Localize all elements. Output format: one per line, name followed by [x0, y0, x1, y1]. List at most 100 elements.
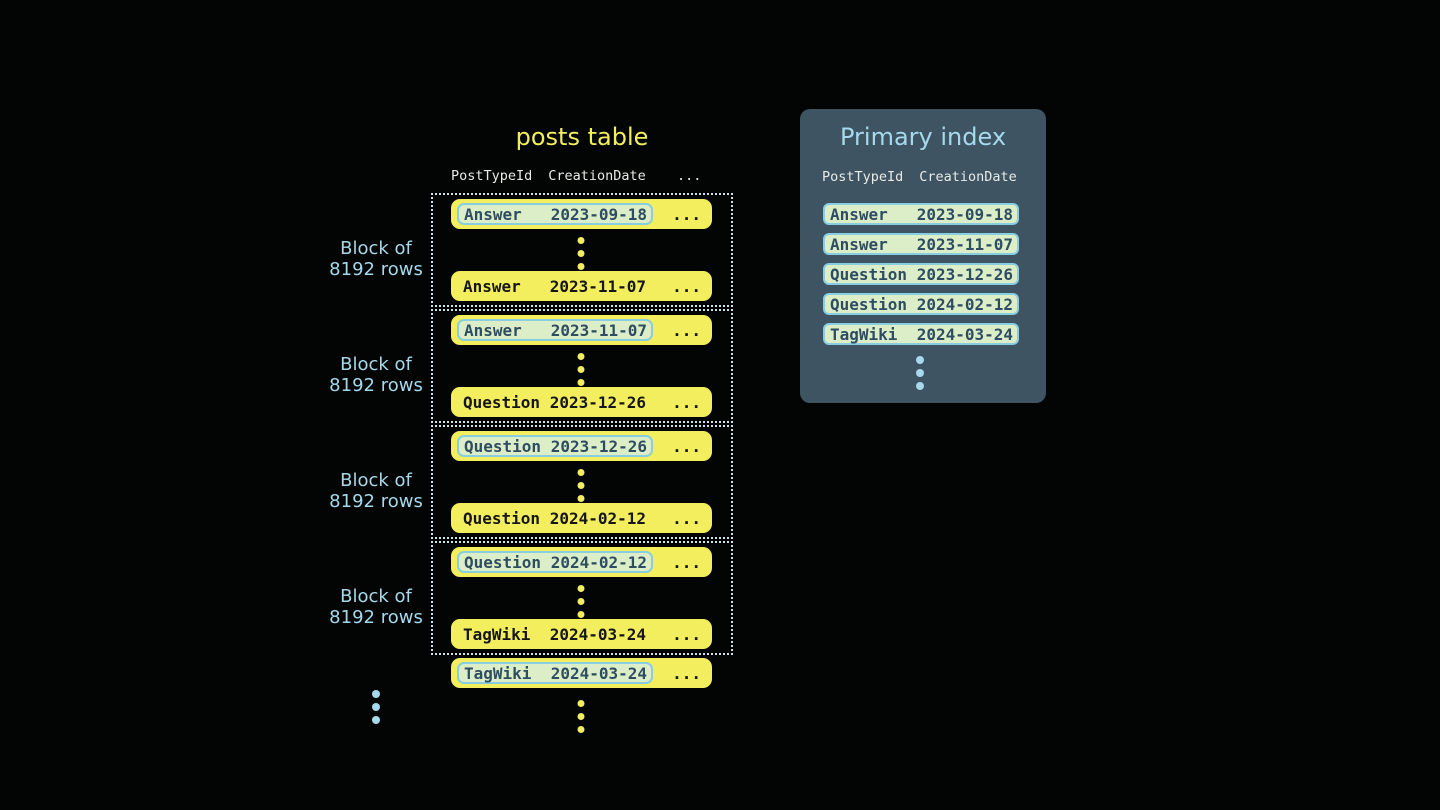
- primary-index-title: Primary index: [839, 123, 1007, 151]
- more-blocks-dots: [372, 687, 380, 726]
- table-row: TagWiki 2024-03-24...: [451, 619, 712, 649]
- index-range-highlight: TagWiki 2024-03-24: [457, 662, 654, 684]
- row-post-type: TagWiki: [463, 624, 531, 644]
- entry-creation-date: 2023-09-18: [916, 204, 1014, 224]
- more-entries-dots: [916, 353, 924, 392]
- table-row: Answer 2023-11-07...: [451, 315, 712, 345]
- more-rows-dots: [577, 697, 585, 736]
- index-entry: Question 2024-02-12: [823, 293, 1019, 315]
- entry-post-type: Answer: [830, 204, 888, 224]
- hidden-rows-dots: [577, 466, 585, 505]
- hidden-rows-dots: [577, 582, 585, 621]
- index-entry: Answer 2023-11-07: [823, 233, 1019, 255]
- dot: [577, 263, 585, 270]
- entry-post-type: TagWiki: [830, 324, 898, 344]
- block-label-line1: Block of: [340, 354, 412, 375]
- row-creation-date: 2023-12-26: [550, 436, 648, 456]
- entry-creation-date: 2023-12-26: [916, 264, 1014, 284]
- row-creation-date: 2023-12-26: [549, 392, 647, 412]
- dot: [577, 237, 585, 244]
- row-creation-date: 2023-09-18: [550, 204, 648, 224]
- table-row: Question 2023-12-26...: [451, 387, 712, 417]
- index-entry: Question 2023-12-26: [823, 263, 1019, 285]
- primary-index-column-headers: PostTypeId CreationDate: [822, 169, 1017, 185]
- table-row: Answer 2023-11-07...: [451, 271, 712, 301]
- posts-column-creationdate: CreationDate: [548, 168, 646, 184]
- entry-creation-date: 2023-11-07: [916, 234, 1014, 254]
- row-creation-date: 2023-11-07: [549, 276, 647, 296]
- row-post-type: TagWiki: [464, 663, 532, 683]
- dot: [577, 379, 585, 386]
- table-row: TagWiki 2024-03-24...: [451, 658, 712, 688]
- index-column-posttypeid: PostTypeId: [822, 169, 904, 185]
- row-other-columns-ellipsis: ...: [672, 392, 701, 412]
- dot: [577, 482, 585, 489]
- entry-post-type: Question: [830, 264, 908, 284]
- dot: [577, 495, 585, 502]
- index-range-highlight: Answer 2023-09-18: [457, 203, 654, 225]
- block-label-line1: Block of: [340, 470, 412, 491]
- dot: [577, 713, 585, 720]
- block-label-line2: 8192 rows: [329, 607, 423, 628]
- row-post-type: Question: [463, 508, 541, 528]
- block-of-rows: Answer 2023-09-18... Answer 2023-11-07...: [431, 193, 733, 307]
- index-column-creationdate: CreationDate: [919, 169, 1017, 185]
- row-creation-date: 2024-03-24: [550, 663, 648, 683]
- dot: [916, 381, 924, 390]
- row-values: Question 2023-12-26: [451, 393, 646, 412]
- entry-post-type: Answer: [830, 234, 888, 254]
- row-values: Answer 2023-11-07: [451, 277, 646, 296]
- row-creation-date: 2024-02-12: [550, 552, 648, 572]
- block-label-line2: 8192 rows: [329, 375, 423, 396]
- table-row: Answer 2023-09-18...: [451, 199, 712, 229]
- row-post-type: Question: [463, 392, 541, 412]
- dot: [577, 250, 585, 257]
- row-other-columns-ellipsis: ...: [672, 436, 701, 456]
- entry-post-type: Question: [830, 294, 908, 314]
- row-other-columns-ellipsis: ...: [672, 204, 701, 224]
- block-label-line1: Block of: [340, 586, 412, 607]
- hidden-rows-dots: [577, 350, 585, 389]
- row-other-columns-ellipsis: ...: [672, 320, 701, 340]
- posts-column-posttypeid: PostTypeId: [451, 168, 533, 184]
- row-post-type: Answer: [464, 204, 522, 224]
- row-other-columns-ellipsis: ...: [672, 663, 701, 683]
- hidden-rows-dots: [577, 234, 585, 273]
- posts-table-column-headers: PostTypeId CreationDate: [451, 168, 646, 184]
- row-values: TagWiki 2024-03-24: [451, 625, 646, 644]
- entry-creation-date: 2024-02-12: [916, 294, 1014, 314]
- row-creation-date: 2023-11-07: [550, 320, 648, 340]
- row-post-type: Answer: [463, 276, 521, 296]
- block-of-rows: Answer 2023-11-07... Question 2023-12-26...: [431, 309, 733, 423]
- dot: [372, 689, 380, 698]
- dot: [916, 355, 924, 364]
- row-other-columns-ellipsis: ...: [672, 552, 701, 572]
- row-creation-date: 2024-03-24: [549, 624, 647, 644]
- dot: [577, 585, 585, 592]
- index-entry: Answer 2023-09-18: [823, 203, 1019, 225]
- dot: [577, 598, 585, 605]
- posts-columns-ellipsis: ...: [677, 168, 702, 184]
- dot: [577, 353, 585, 360]
- row-other-columns-ellipsis: ...: [672, 276, 701, 296]
- dot: [577, 726, 585, 733]
- row-post-type: Answer: [464, 320, 522, 340]
- index-range-highlight: Answer 2023-11-07: [457, 319, 654, 341]
- dot: [577, 611, 585, 618]
- block-label-line1: Block of: [340, 238, 412, 259]
- dot: [372, 702, 380, 711]
- row-other-columns-ellipsis: ...: [672, 624, 701, 644]
- row-creation-date: 2024-02-12: [549, 508, 647, 528]
